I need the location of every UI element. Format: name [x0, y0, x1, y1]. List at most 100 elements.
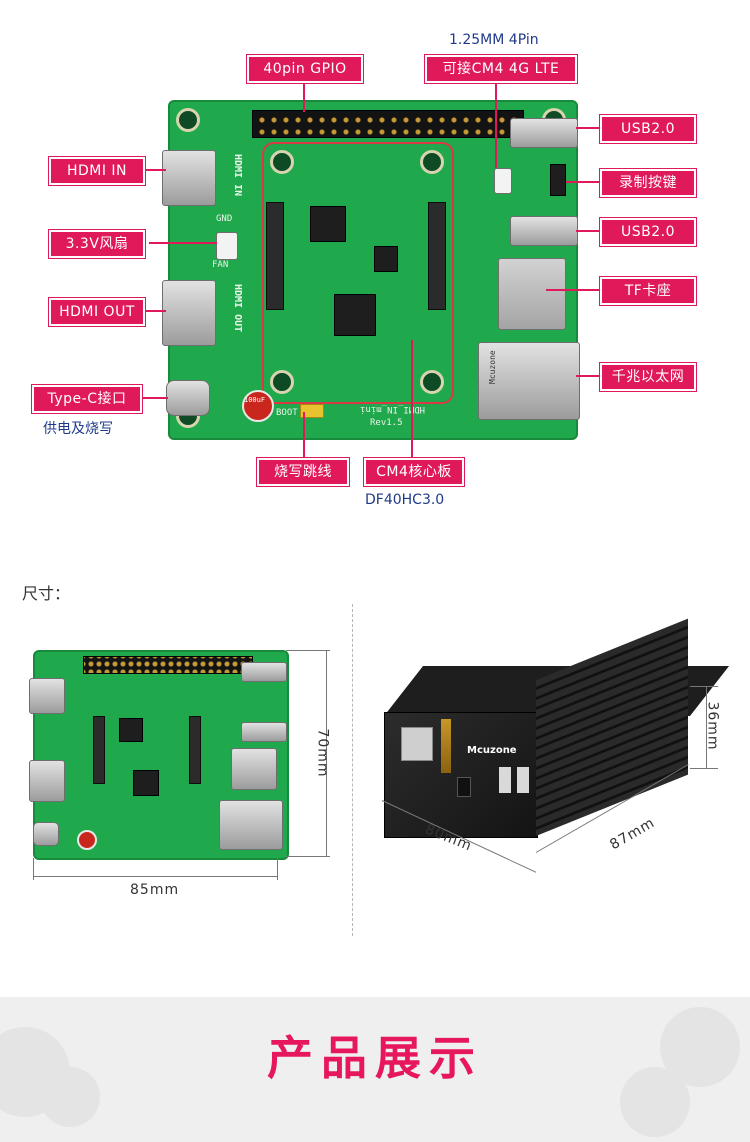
mount-hole: [176, 108, 200, 132]
raspberry-decoration: [40, 1067, 100, 1127]
label-boot-jumper: 烧写跳线: [257, 458, 349, 486]
usb-port: [241, 722, 287, 742]
capacitor: [242, 390, 274, 422]
separator: [352, 604, 353, 936]
usb-port-bottom: [510, 216, 578, 246]
label-hdmi-out: HDMI OUT: [49, 298, 145, 326]
label-hdmi-in: HDMI IN: [49, 157, 145, 185]
callout-line: [142, 169, 166, 171]
type-c-port: [166, 380, 210, 416]
pcb-board: HDMI IN HDMI OUT HDMI_IN_mini Rev1.5 BOO…: [162, 100, 580, 440]
case-depth: 87mm: [607, 814, 658, 854]
board-photo-small: [29, 650, 289, 860]
silk-boot: BOOT: [276, 408, 298, 418]
label-usb-top: USB2.0: [600, 115, 696, 143]
enclosure-side: [536, 618, 688, 836]
silk-gnd: GND: [216, 214, 233, 224]
silk-board-name: HDMI_IN_mini: [360, 404, 426, 414]
label-usb-bottom: USB2.0: [600, 218, 696, 246]
callout-line: [495, 78, 497, 168]
ethernet-port: [401, 727, 433, 761]
chip: [374, 246, 398, 272]
callout-line: [576, 375, 600, 377]
callout-line: [566, 181, 600, 183]
banner-title: 产品展示: [267, 1031, 483, 1085]
label-type-c: Type-C接口: [32, 385, 142, 413]
hdmi-port: [29, 678, 65, 714]
chip: [133, 770, 159, 796]
label-tf-slot: TF卡座: [600, 277, 696, 305]
label-cm4-sub: DF40HC3.0: [365, 492, 445, 508]
board-height: 70mm: [314, 728, 331, 778]
boot-jumper-component: [300, 404, 324, 418]
case-brand: Mcuzone: [467, 745, 517, 756]
record-button-component: [550, 164, 566, 196]
ethernet-port: [219, 800, 283, 850]
dimension-line: [706, 686, 707, 768]
mount-hole: [420, 150, 444, 174]
label-connector-sub: 可接CM4 4G LTE: [425, 55, 577, 83]
case-height: 36mm: [704, 701, 721, 751]
chip: [310, 206, 346, 242]
dimension-line: [690, 686, 718, 687]
capacitor-label: 100uF: [244, 396, 266, 404]
type-c-port: [33, 822, 59, 846]
cm4-connector-left: [266, 202, 284, 310]
label-type-c-sub: 供电及烧写: [43, 421, 113, 437]
hdmi-in-port: [162, 150, 216, 206]
callout-line: [576, 230, 600, 232]
callout-line: [138, 397, 168, 399]
usb-port: [241, 662, 287, 682]
usb-port: [517, 767, 529, 793]
dimensions-label: 尺寸：: [22, 584, 71, 603]
dimension-line: [286, 856, 330, 857]
raspberry-decoration: [620, 1067, 690, 1137]
mount-hole: [270, 150, 294, 174]
tf-card-slot: [231, 748, 277, 790]
label-fan: 3.3V风扇: [49, 230, 145, 258]
lte-connector: [494, 168, 512, 194]
silk-hdmi-out: HDMI OUT: [232, 284, 243, 333]
cm4-connector: [93, 716, 105, 784]
cm4-connector-right: [428, 202, 446, 310]
dimension-line: [33, 876, 278, 877]
button-cutout: [457, 777, 471, 797]
enclosure-front: Mcuzone: [384, 712, 538, 838]
callout-line: [142, 310, 166, 312]
mount-hole: [420, 370, 444, 394]
gpio-header: [83, 656, 253, 674]
dimension-line: [33, 858, 34, 880]
label-ethernet: 千兆以太网: [600, 363, 696, 391]
capacitor: [77, 830, 97, 850]
usb-port: [499, 767, 511, 793]
dimension-line: [326, 650, 327, 856]
callout-line: [303, 78, 305, 112]
callout-line: [303, 412, 305, 460]
silk-fan: FAN: [212, 260, 229, 270]
product-showcase-banner: 产品展示: [0, 997, 750, 1142]
antenna-connector: [441, 719, 451, 773]
hdmi-out-port: [162, 280, 216, 346]
dimension-line: [277, 858, 278, 880]
dimension-line: [690, 768, 718, 769]
hdmi-port: [29, 760, 65, 802]
usb-port-top: [510, 118, 578, 148]
cm4-outline: [262, 142, 454, 404]
gpio-header: [252, 110, 524, 138]
callout-line: [411, 340, 413, 460]
chip: [334, 294, 376, 336]
mount-hole: [270, 370, 294, 394]
board-width: 85mm: [130, 882, 180, 898]
silk-revision: Rev1.5: [370, 418, 403, 428]
callout-line: [576, 127, 600, 129]
label-connector-top: 1.25MM 4Pin: [449, 32, 539, 48]
tf-card-slot: [498, 258, 566, 330]
callout-line: [546, 289, 600, 291]
label-cm4-board: CM4核心板: [364, 458, 464, 486]
callout-line: [149, 242, 217, 244]
fan-connector: [216, 232, 238, 260]
dimension-line: [286, 650, 330, 651]
cm4-connector: [189, 716, 201, 784]
silk-hdmi-in: HDMI IN: [232, 154, 243, 197]
label-record-button: 录制按键: [600, 169, 696, 197]
